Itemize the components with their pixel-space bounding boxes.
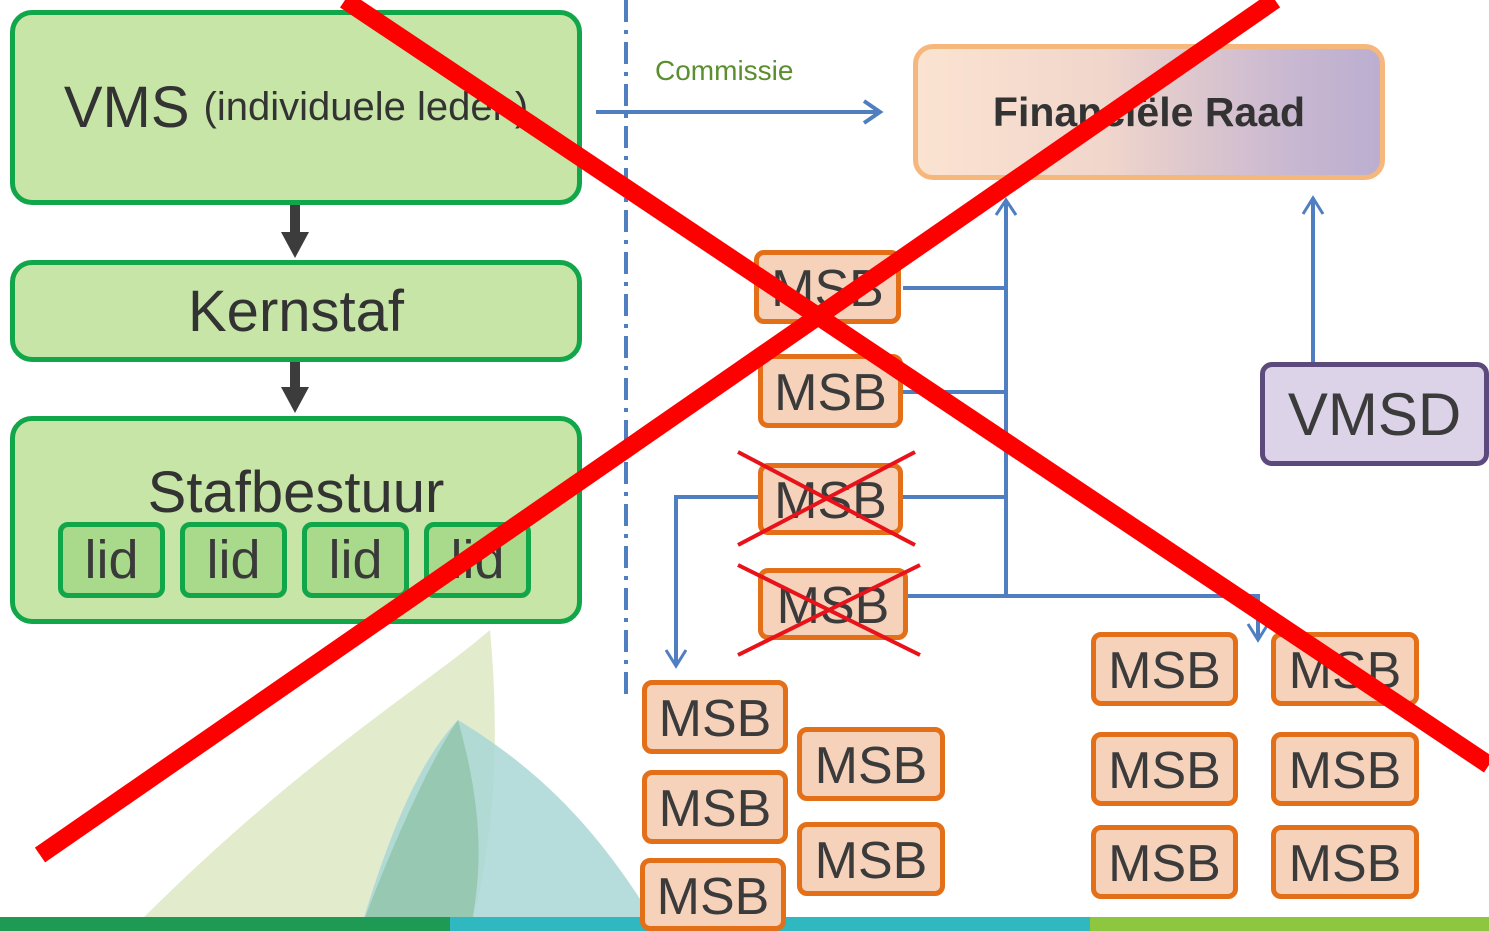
kernstaf-box: Kernstaf: [10, 260, 582, 362]
left-cluster-arrow: [674, 495, 758, 665]
msb-box: MSB: [642, 680, 788, 754]
vmsd-box: VMSD: [1260, 362, 1489, 466]
arrow-head: [1246, 623, 1270, 643]
msb-box: MSB: [1091, 732, 1238, 806]
financiele-raad-box: Financiële Raad: [913, 44, 1385, 180]
commissie-label: Commissie: [655, 55, 794, 86]
vms-box: VMS (individuele leden): [10, 10, 582, 205]
msb-box: MSB: [1271, 732, 1419, 806]
msb-box: MSB: [1091, 825, 1238, 899]
lid-box: lid: [302, 522, 409, 598]
msb-box: MSB: [642, 770, 788, 844]
arrow-head: [862, 99, 884, 125]
msb-box: MSB: [640, 858, 786, 931]
footer-bar-green: [0, 917, 450, 931]
msb-box: MSB: [1271, 825, 1419, 899]
vms-title: VMS: [63, 75, 190, 140]
arrow-head: [1301, 195, 1325, 215]
msb-box: MSB: [1091, 632, 1238, 706]
msb-box: MSB: [797, 822, 945, 896]
big-cross: [34, 0, 1489, 863]
vmsd-label: VMSD: [1287, 380, 1462, 448]
down-arrow: [281, 205, 309, 258]
arrow-head: [994, 197, 1018, 216]
msb-cross-small: [737, 563, 921, 657]
arrow-head: [664, 649, 688, 669]
msb-box: MSB: [797, 727, 945, 801]
kernstaf-label: Kernstaf: [188, 278, 404, 344]
footer-bar-lime: [1090, 917, 1489, 931]
stafbestuur-title: Stafbestuur: [147, 460, 445, 525]
msb-cross-small: [737, 450, 916, 547]
down-arrow: [281, 362, 309, 413]
lid-box: lid: [180, 522, 287, 598]
bg-leaf-overlap: [360, 720, 479, 931]
lid-box: lid: [58, 522, 165, 598]
